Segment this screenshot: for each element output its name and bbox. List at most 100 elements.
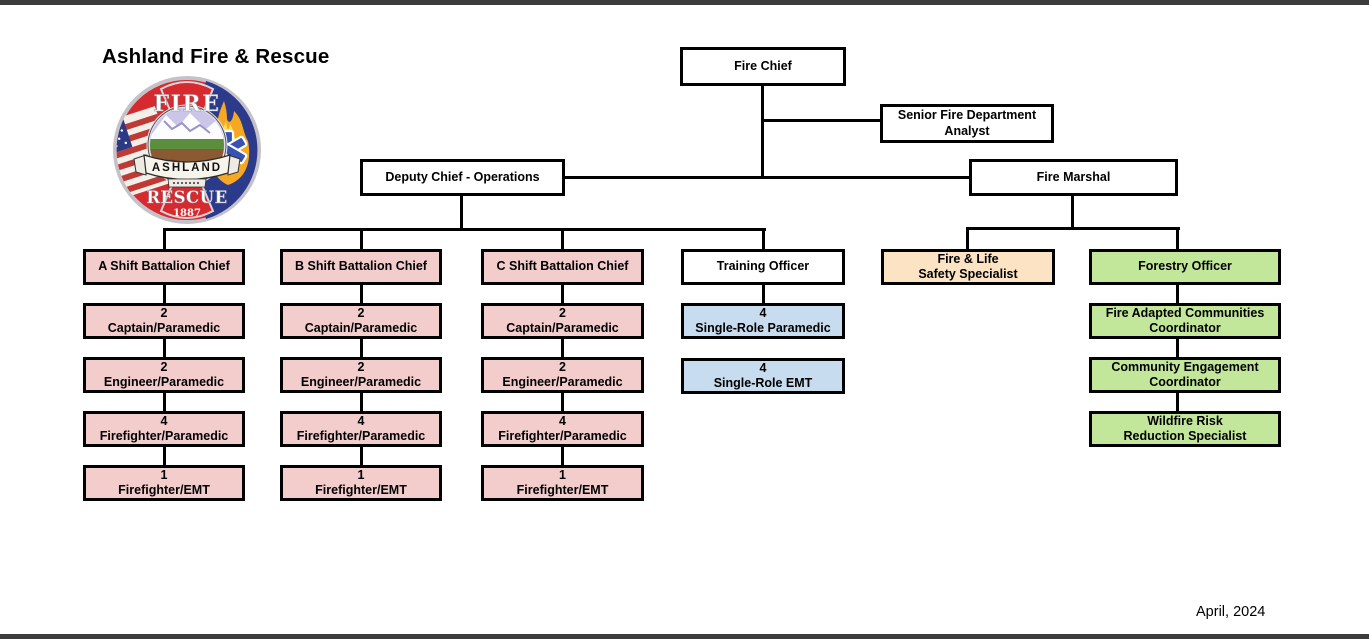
logo-year-text: 1887 [173,208,201,219]
page-title: Ashland Fire & Rescue [102,45,330,68]
connector-line [966,227,1180,230]
org-node-label-line: Wildfire Risk [1147,413,1223,428]
org-node-label-line: Training Officer [716,259,810,274]
bottom-edge-bar [0,634,1369,639]
org-node-label-line: Captain/Paramedic [107,321,221,335]
connector-line [1176,338,1179,358]
org-node-label-line: 4 [160,413,168,428]
connector-line [163,284,166,304]
org-node-label-line: A Shift Battalion Chief [98,259,230,274]
org-node-label-line: 2 [559,359,566,374]
org-node-label-line: Firefighter/Paramedic [296,429,426,443]
org-node-label-line: 2 [160,359,168,374]
org-node-label-line: Reduction Specialist [1123,429,1247,443]
org-node-label-line: 2 [559,305,566,320]
connector-line [163,338,166,358]
connector-line [762,228,765,251]
org-node-forestry-officer: Forestry Officer [1089,249,1281,285]
org-node-label-line: Single-Role Paramedic [695,321,831,335]
connector-line [163,228,166,251]
connector-line [1176,227,1179,250]
logo-banner-text: ASHLAND [152,162,222,174]
org-node-label-line: B Shift Battalion Chief [295,259,427,274]
org-node-label-line: 1 [160,467,168,482]
logo-rescue-text: RESCUE [146,188,227,207]
connector-line [1176,284,1179,304]
org-node-label-line: Firefighter/EMT [315,483,407,497]
connector-line [561,392,564,412]
org-node-label-line: Captain/Paramedic [506,321,619,335]
org-node-label-line: Fire Marshal [1036,169,1111,184]
footer-date: April, 2024 [1196,604,1266,620]
org-node-label-line: 2 [160,305,168,320]
org-node-label-line: 2 [357,359,365,374]
connector-line [561,338,564,358]
connector-line [561,446,564,466]
org-node-label-line: 4 [357,413,365,428]
top-edge-bar [0,0,1369,5]
connector-line [163,392,166,412]
org-node-deputy-chief-operations: Deputy Chief - Operations [360,159,565,196]
connector-line [360,284,363,304]
connector-line [460,195,463,231]
connector-line [564,176,970,179]
org-node-b-shift-battalion-chief: B Shift Battalion Chief [280,249,442,285]
connector-line [561,284,564,304]
org-node-label-line: Firefighter/EMT [118,483,210,497]
connector-line [360,228,363,251]
org-node-label-line: Fire Chief [734,58,792,73]
connector-line [762,284,765,304]
org-node-label-line: Firefighter/EMT [516,483,609,497]
org-node-label-line: Fire Adapted Communities [1105,305,1265,320]
connector-line [761,86,764,178]
org-node-label-line: Senior Fire Department [897,108,1037,122]
logo-fire-text: FIRE [154,91,221,117]
org-node-label-line: Captain/Paramedic [304,321,418,335]
org-node-label-line: Community Engagement [1111,359,1259,374]
org-node-label-line: 4 [559,413,566,428]
connector-line [360,338,363,358]
org-node-label-line: 4 [759,305,767,320]
connector-line [163,446,166,466]
org-node-label-line: Coordinator [1149,321,1221,335]
org-node-label-line: Firefighter/Paramedic [99,429,229,443]
connector-line [1071,195,1074,229]
org-node-training-officer: Training Officer [681,249,845,285]
fire-department-badge-logo: ASHLAND FIRE RESCUE 1887 [113,76,261,224]
org-node-label-line: 1 [559,467,566,482]
org-node-a-shift-battalion-chief: A Shift Battalion Chief [83,249,245,285]
org-node-label-line: Single-Role EMT [713,376,813,390]
connector-line [163,228,766,231]
org-node-fire-marshal: Fire Marshal [969,159,1178,196]
org-node-label-line: Engineer/Paramedic [103,375,225,389]
org-node-label-line: 1 [357,467,365,482]
org-node-label-line: Fire & Life [937,251,999,266]
org-node-label-line: 4 [759,360,767,375]
org-node-label-line: Analyst [944,123,990,138]
connector-line [360,392,363,412]
org-node-label-line: Deputy Chief - Operations [385,169,540,184]
org-node-label-line: 2 [357,305,365,320]
connector-line [966,227,969,250]
org-node-label-line: C Shift Battalion Chief [496,259,629,274]
